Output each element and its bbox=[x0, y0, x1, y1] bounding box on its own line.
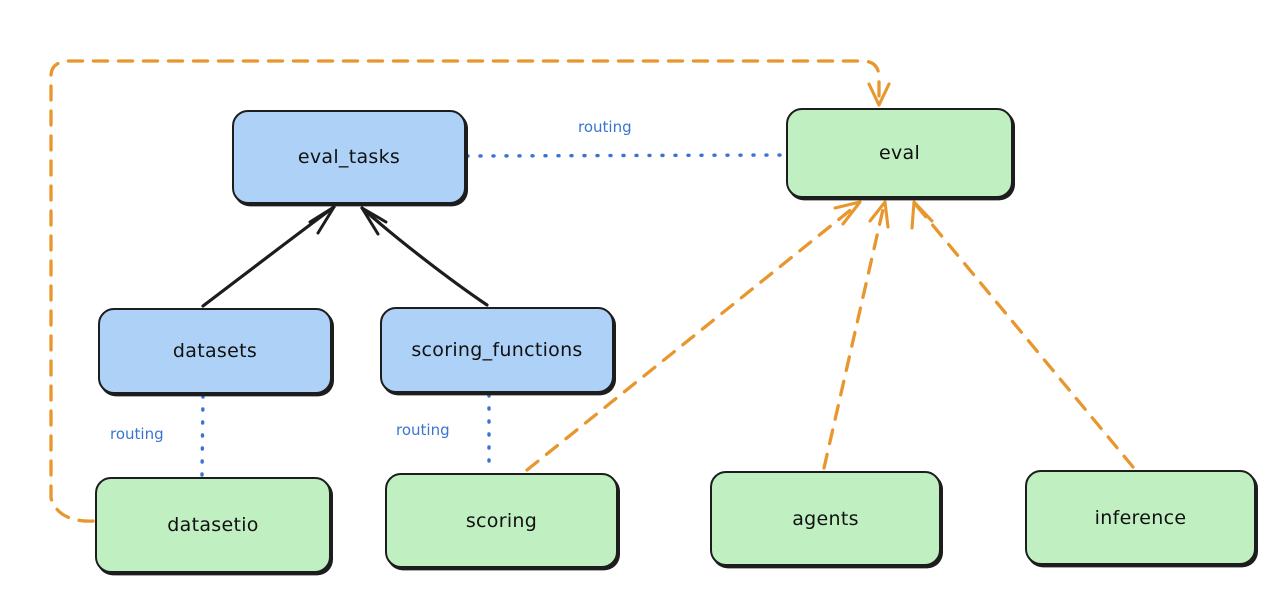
node-eval[interactable]: eval bbox=[786, 108, 1013, 198]
node-label-datasets: datasets bbox=[172, 340, 258, 362]
edge-label-routing-datasets-to-datasetio: routing bbox=[110, 425, 164, 443]
node-agents[interactable]: agents bbox=[710, 471, 941, 566]
edge-eval-tasks-to-eval bbox=[465, 153, 787, 158]
node-label-eval: eval bbox=[878, 142, 921, 164]
edge-label-routing-eval-tasks-to-eval: routing bbox=[578, 118, 632, 136]
node-eval-tasks[interactable]: eval_tasks bbox=[232, 110, 466, 204]
edge-scoring-functions-to-eval-tasks bbox=[360, 206, 489, 307]
edge-datasets-to-eval-tasks bbox=[201, 205, 336, 308]
node-label-inference: inference bbox=[1094, 506, 1187, 529]
edge-agents-to-eval bbox=[822, 200, 890, 470]
node-label-scoring: scoring bbox=[465, 509, 538, 532]
node-datasetio[interactable]: datasetio bbox=[95, 477, 331, 573]
edge-label-routing-scoring-functions-to-scoring: routing bbox=[396, 421, 450, 439]
edge-inference-to-eval bbox=[910, 200, 1135, 469]
node-label-eval-tasks: eval_tasks bbox=[297, 146, 401, 168]
node-label-scoring-functions: scoring_functions bbox=[411, 339, 583, 361]
node-scoring-functions[interactable]: scoring_functions bbox=[380, 307, 614, 393]
node-scoring[interactable]: scoring bbox=[385, 473, 618, 568]
node-inference[interactable]: inference bbox=[1025, 470, 1256, 565]
node-label-datasetio: datasetio bbox=[167, 514, 259, 536]
node-datasets[interactable]: datasets bbox=[98, 308, 332, 394]
node-label-agents: agents bbox=[792, 507, 859, 530]
edge-scoring-to-eval bbox=[525, 200, 862, 472]
edge-datasets-to-datasetio bbox=[200, 394, 205, 477]
edge-datasetio-to-eval bbox=[49, 59, 891, 523]
